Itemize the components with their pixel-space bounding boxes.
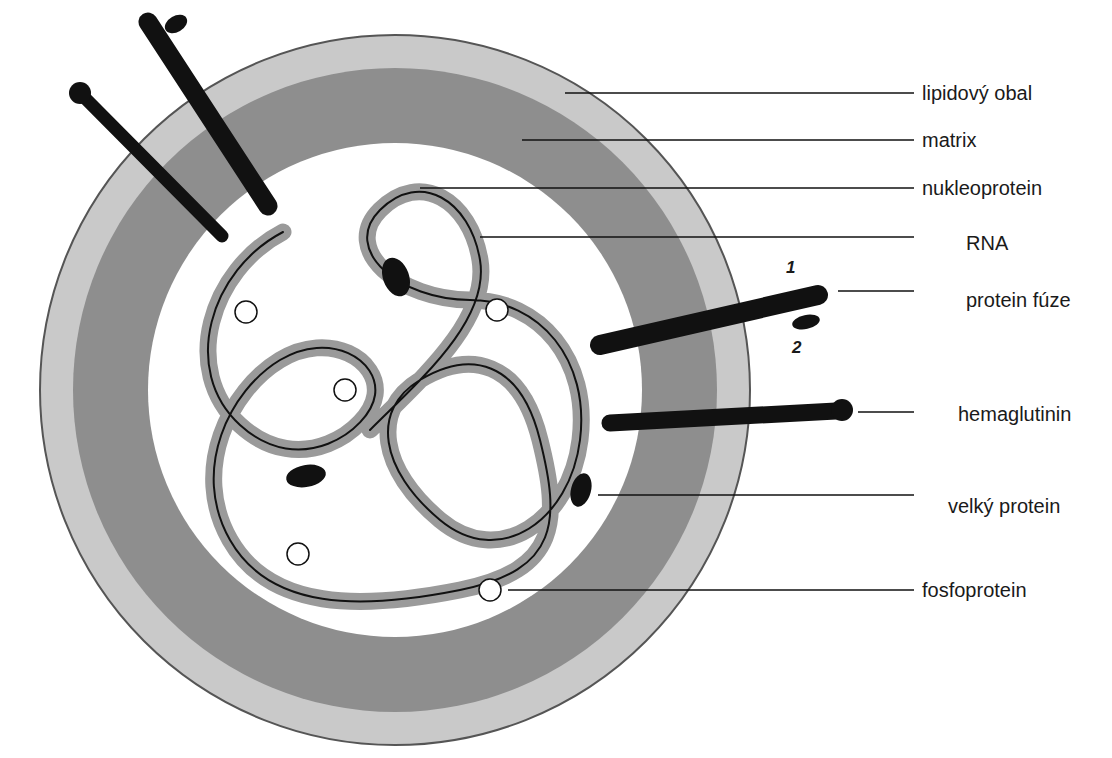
large-protein — [567, 471, 595, 509]
rna-strand — [208, 192, 581, 602]
matrix-layer — [73, 68, 717, 712]
leader-line — [522, 139, 914, 141]
fusion-protein-subunit — [162, 11, 191, 37]
fusion-protein-spike — [600, 295, 818, 345]
phosphoprotein — [235, 301, 257, 323]
nucleoprotein-coil — [208, 192, 581, 602]
callout-number: 1 — [786, 258, 795, 278]
fusion-protein-spike — [148, 22, 268, 206]
part-label: lipidový obal — [922, 82, 1032, 105]
leader-line — [838, 290, 914, 292]
fusion-protein-subunit — [791, 312, 821, 332]
leader-line — [598, 494, 914, 496]
part-label: nukleoprotein — [922, 177, 1042, 200]
leader-line — [508, 589, 914, 591]
large-protein — [377, 254, 415, 300]
hemagglutinin-spike — [610, 411, 836, 423]
part-label: RNA — [966, 232, 1008, 255]
part-label: protein fúze — [966, 289, 1071, 312]
leader-line — [565, 92, 914, 94]
phosphoprotein — [479, 579, 501, 601]
phosphoprotein — [486, 299, 508, 321]
large-protein — [284, 462, 327, 491]
virion-interior — [148, 143, 642, 637]
phosphoprotein — [287, 543, 309, 565]
hemagglutinin-head — [69, 82, 91, 104]
part-label: matrix — [922, 129, 976, 152]
leader-line — [480, 236, 914, 238]
phosphoprotein — [334, 379, 356, 401]
hemagglutinin-head — [831, 399, 853, 421]
callout-number: 2 — [792, 338, 801, 358]
lipid-envelope — [40, 35, 750, 745]
leader-line — [858, 411, 914, 413]
leader-line — [420, 187, 914, 189]
part-label: hemaglutinin — [958, 403, 1071, 426]
part-label: fosfoprotein — [922, 579, 1027, 602]
part-label: velký protein — [948, 495, 1060, 518]
